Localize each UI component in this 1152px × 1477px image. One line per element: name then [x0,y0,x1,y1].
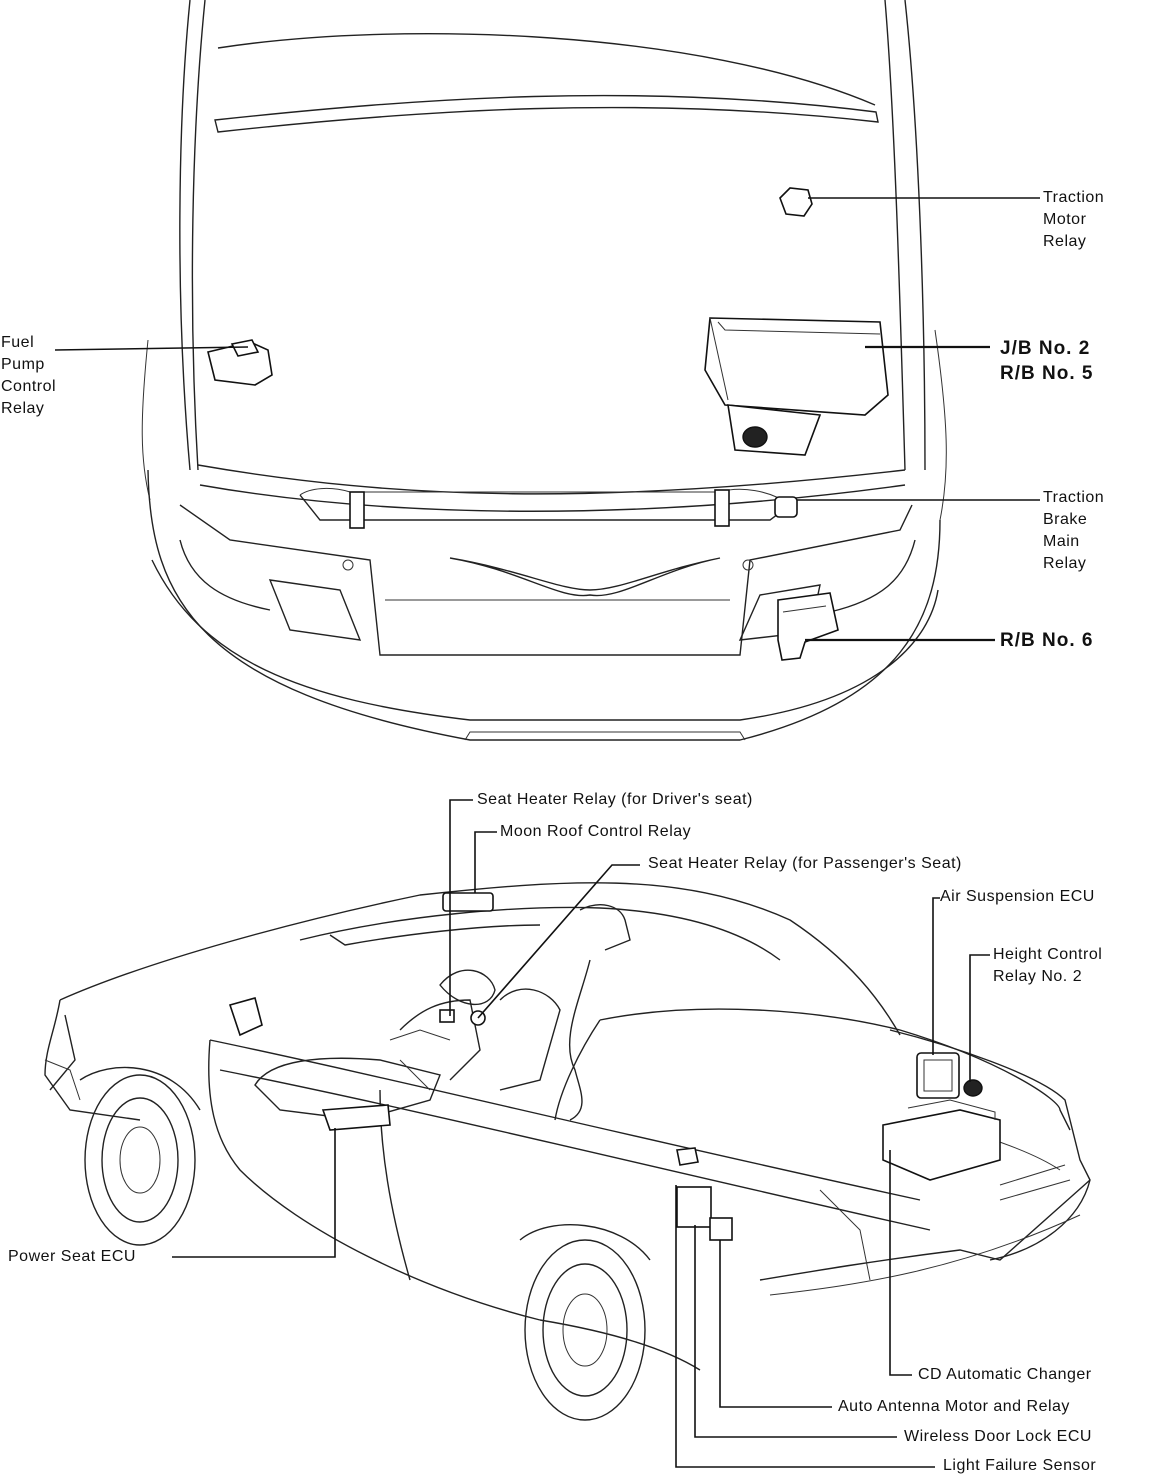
wireless-door-lock-ecu-part [676,1186,712,1228]
air-suspension-ecu-part [916,1052,960,1099]
label-rb-no5: R/B No. 5 [1000,363,1094,384]
leader-power-seat-ecu [172,1128,336,1258]
leader-fuel-pump-control-relay [54,346,249,351]
leader-air-suspension-ecu [932,897,940,1055]
power-seat-ecu-part [321,1104,391,1131]
engine-leader-lines [54,197,1040,642]
label-seat-heater-relay-driver: Seat Heater Relay (for Driver's seat) [477,791,753,808]
label-jb-no2: J/B No. 2 [1000,338,1091,359]
label-traction-brake-main-relay: Traction Brake Main Relay [1043,489,1105,572]
leader-auto-antenna-motor-and-relay [719,1240,832,1408]
leader-seat-heater-relay-passenger [477,864,640,1019]
leader-seat-heater-relay-driver [449,799,473,1016]
label-cd-automatic-changer: CD Automatic Changer [918,1366,1092,1383]
cd-automatic-changer-part [882,1109,1001,1181]
label-wireless-door-lock-ecu: Wireless Door Lock ECU [904,1428,1092,1445]
seat-heater-relay-driver-part [439,1009,455,1023]
leader-light-failure-sensor [675,1185,935,1468]
label-moon-roof-control-relay: Moon Roof Control Relay [500,823,692,840]
label-air-suspension-ecu: Air Suspension ECU [940,888,1095,905]
label-traction-motor-relay: Traction Motor Relay [1043,189,1105,250]
leader-wireless-door-lock-ecu [694,1225,897,1438]
leader-moon-roof-control-relay [474,831,497,893]
label-rb-no6: R/B No. 6 [1000,630,1094,651]
label-auto-antenna-motor-and-relay: Auto Antenna Motor and Relay [838,1398,1070,1415]
label-light-failure-sensor: Light Failure Sensor [943,1457,1097,1474]
label-height-control-relay-no2: Height Control Relay No. 2 [993,946,1103,985]
engine-compartment-view [141,0,947,741]
vehicle-cutaway-view [44,882,1091,1421]
moon-roof-control-relay-part [442,892,494,912]
leader-cd-automatic-changer [889,1150,912,1376]
auto-antenna-relay-part [709,1217,733,1241]
label-fuel-pump-control-relay: Fuel Pump Control Relay [1,334,57,417]
cabin-leader-lines [172,799,990,1468]
label-power-seat-ecu: Power Seat ECU [8,1248,136,1265]
label-seat-heater-relay-passenger: Seat Heater Relay (for Passenger's Seat) [648,855,962,872]
height-control-relay-part [963,1079,983,1097]
leader-height-control-relay-no2 [969,954,990,1082]
